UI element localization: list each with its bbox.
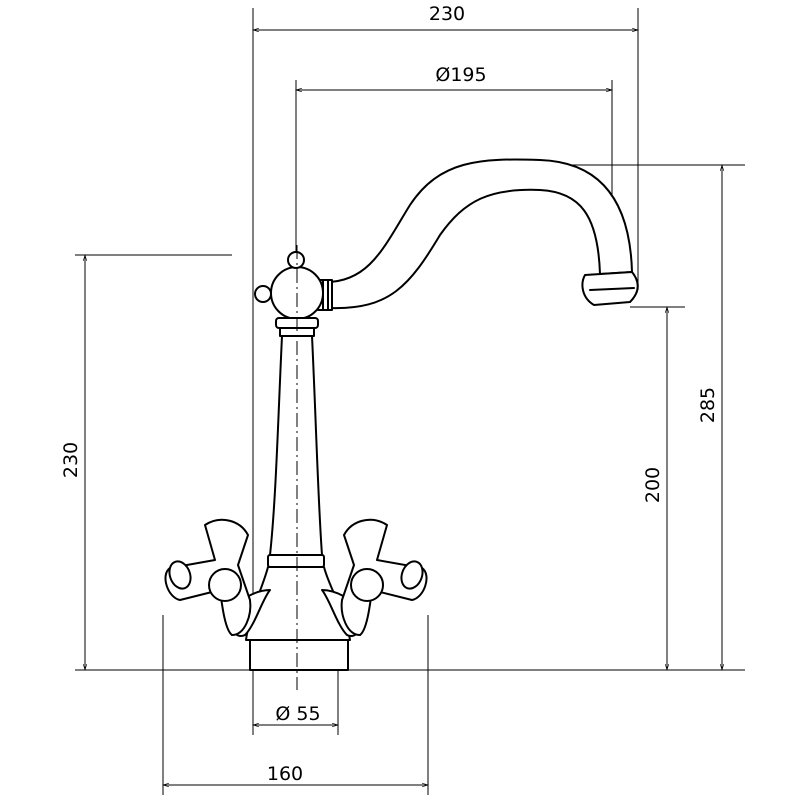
left-handle [164, 518, 271, 637]
base [249, 639, 349, 671]
dim-spout-height: 200 [642, 467, 664, 503]
dim-base-diameter: Ø 55 [275, 703, 320, 725]
extension-lines [75, 8, 745, 795]
dim-top-width: 230 [429, 3, 465, 25]
right-handle [321, 518, 428, 637]
dim-spout-reach: Ø195 [435, 64, 486, 86]
dimension-lines [82, 27, 725, 788]
dim-body-height: 230 [60, 442, 82, 478]
head-knob [287, 251, 305, 269]
dim-handle-span: 160 [267, 763, 303, 785]
body-lower [245, 566, 351, 641]
body-column [269, 335, 323, 556]
side-knob [254, 285, 272, 303]
dim-total-height: 285 [697, 387, 719, 423]
faucet-outline [164, 158, 639, 690]
